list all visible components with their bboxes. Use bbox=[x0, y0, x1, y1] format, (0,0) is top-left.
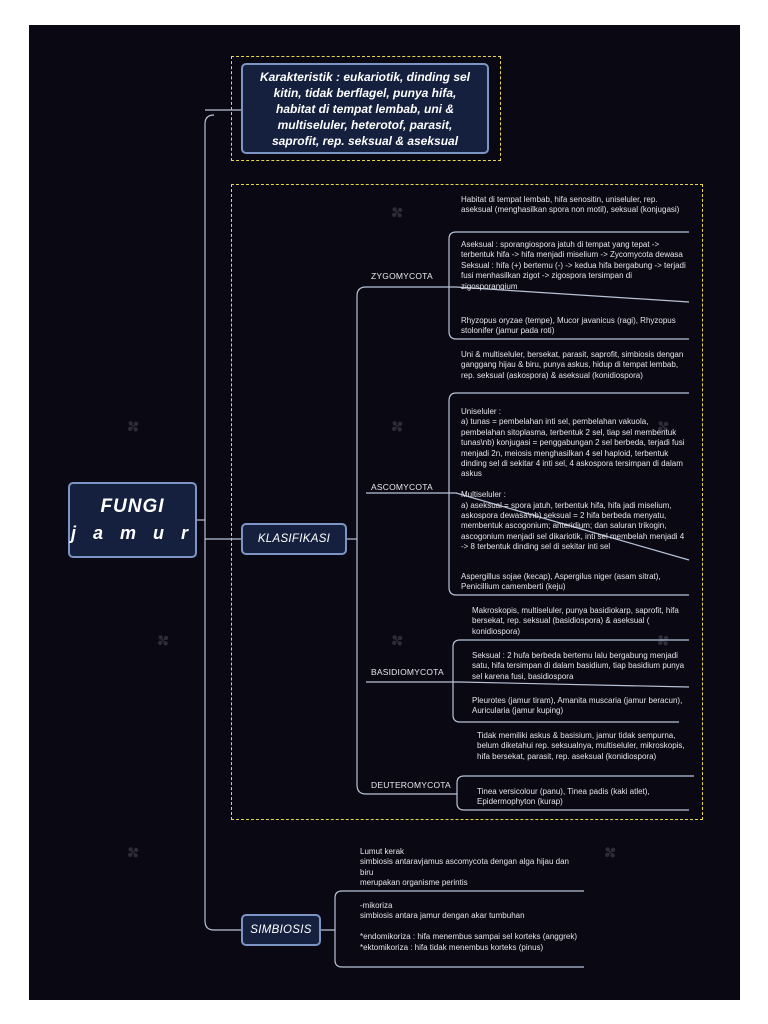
simbiosis-item-2: -mikoriza simbiosis antara jamur dengan … bbox=[360, 901, 577, 952]
group-deuteromycota[interactable]: DEUTEROMYCOTA bbox=[371, 780, 451, 790]
ascomycota-item-3: Aspergillus sojae (kecap), Aspergilus ni… bbox=[461, 572, 661, 592]
group-basidiomycota[interactable]: BASIDIOMYCOTA bbox=[371, 667, 444, 677]
zygomycota-item-1: Habitat di tempat lembab, hifa senositin… bbox=[461, 195, 680, 215]
deuteromycota-item-2: Tinea versicolour (panu), Tinea padis (k… bbox=[477, 787, 650, 807]
zygomycota-item-3: Rhyzopus oryzae (tempe), Mucor javanicus… bbox=[461, 316, 676, 336]
zygomycota-item-2: Aseksual : sporangiospora jatuh di tempa… bbox=[461, 240, 686, 291]
basidiomycota-item-1: Makroskopis, multiseluler, punya basidio… bbox=[472, 606, 679, 636]
mindmap-canvas: ✤ ✤ ✤ ✤ ✤ ✤ ✤ ✤ ✤ bbox=[29, 25, 740, 1000]
group-zygomycota[interactable]: ZYGOMYCOTA bbox=[371, 271, 433, 281]
characteristics-boundary bbox=[231, 56, 501, 161]
root-title: FUNGI bbox=[100, 496, 165, 517]
connector-lines bbox=[197, 109, 694, 968]
root-subtitle: j a m u r bbox=[70, 523, 195, 543]
simbiosis-node[interactable]: SIMBIOSIS bbox=[241, 914, 321, 946]
basidiomycota-item-2: Seksual : 2 hufa berbeda bertemu lalu be… bbox=[472, 651, 685, 681]
simbiosis-label: SIMBIOSIS bbox=[250, 924, 312, 936]
characteristics-text: Karakteristik : eukariotik, dinding sel … bbox=[259, 69, 471, 148]
klasifikasi-boundary bbox=[231, 184, 703, 820]
basidiomycota-item-3: Pleurotes (jamur tiram), Amanita muscari… bbox=[472, 696, 683, 716]
deuteromycota-item-1: Tidak memiliki askus & basisium, jamur t… bbox=[477, 731, 685, 761]
klasifikasi-label: KLASIFIKASI bbox=[257, 533, 331, 545]
characteristics-node[interactable]: Karakteristik : eukariotik, dinding sel … bbox=[241, 63, 489, 154]
root-node-fungi[interactable]: FUNGI j a m u r bbox=[68, 482, 197, 558]
group-ascomycota[interactable]: ASCOMYCOTA bbox=[371, 482, 433, 492]
simbiosis-item-1: Lumut kerak simbiosis antaravjamus ascom… bbox=[360, 847, 570, 888]
klasifikasi-node[interactable]: KLASIFIKASI bbox=[241, 523, 347, 555]
ascomycota-item-1: Uni & multiseluler, bersekat, parasit, s… bbox=[461, 350, 684, 380]
ascomycota-item-2: Uniseluler : a) tunas = pembelahan inti … bbox=[461, 407, 685, 552]
